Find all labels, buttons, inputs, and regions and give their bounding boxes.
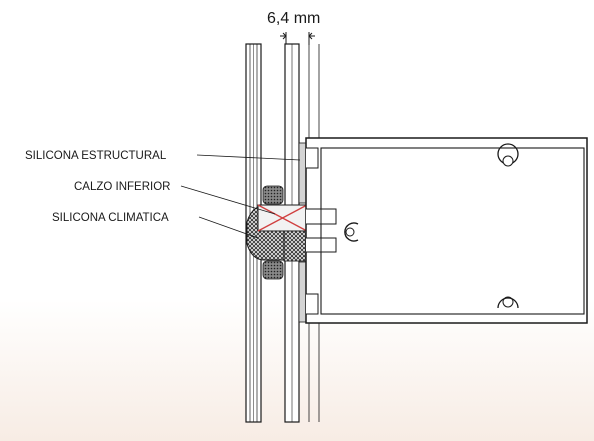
leader-structural-silicone bbox=[196, 154, 301, 161]
label-weather-silicone: SILICONA CLIMATICA bbox=[52, 212, 169, 224]
aluminium-mullion-profile bbox=[305, 137, 588, 324]
leader-weather-silicone bbox=[198, 216, 259, 239]
dimension-arrow-left bbox=[280, 32, 287, 40]
setting-block bbox=[257, 204, 308, 232]
label-setting-block: CALZO INFERIOR bbox=[74, 181, 170, 193]
label-structural-silicone: SILICONA ESTRUCTURAL bbox=[25, 150, 167, 162]
gasket-bottom bbox=[262, 260, 284, 280]
gasket-top bbox=[262, 185, 284, 205]
dimension-label: 6,4 mm bbox=[267, 10, 320, 27]
screw-port-top bbox=[497, 143, 519, 167]
dimension-indicator: 6,4 mm bbox=[267, 10, 320, 45]
screw-port-bottom bbox=[497, 296, 519, 309]
leader-setting-block bbox=[180, 185, 276, 215]
screw-port-center bbox=[344, 222, 359, 242]
dimension-arrow-right bbox=[308, 32, 315, 40]
